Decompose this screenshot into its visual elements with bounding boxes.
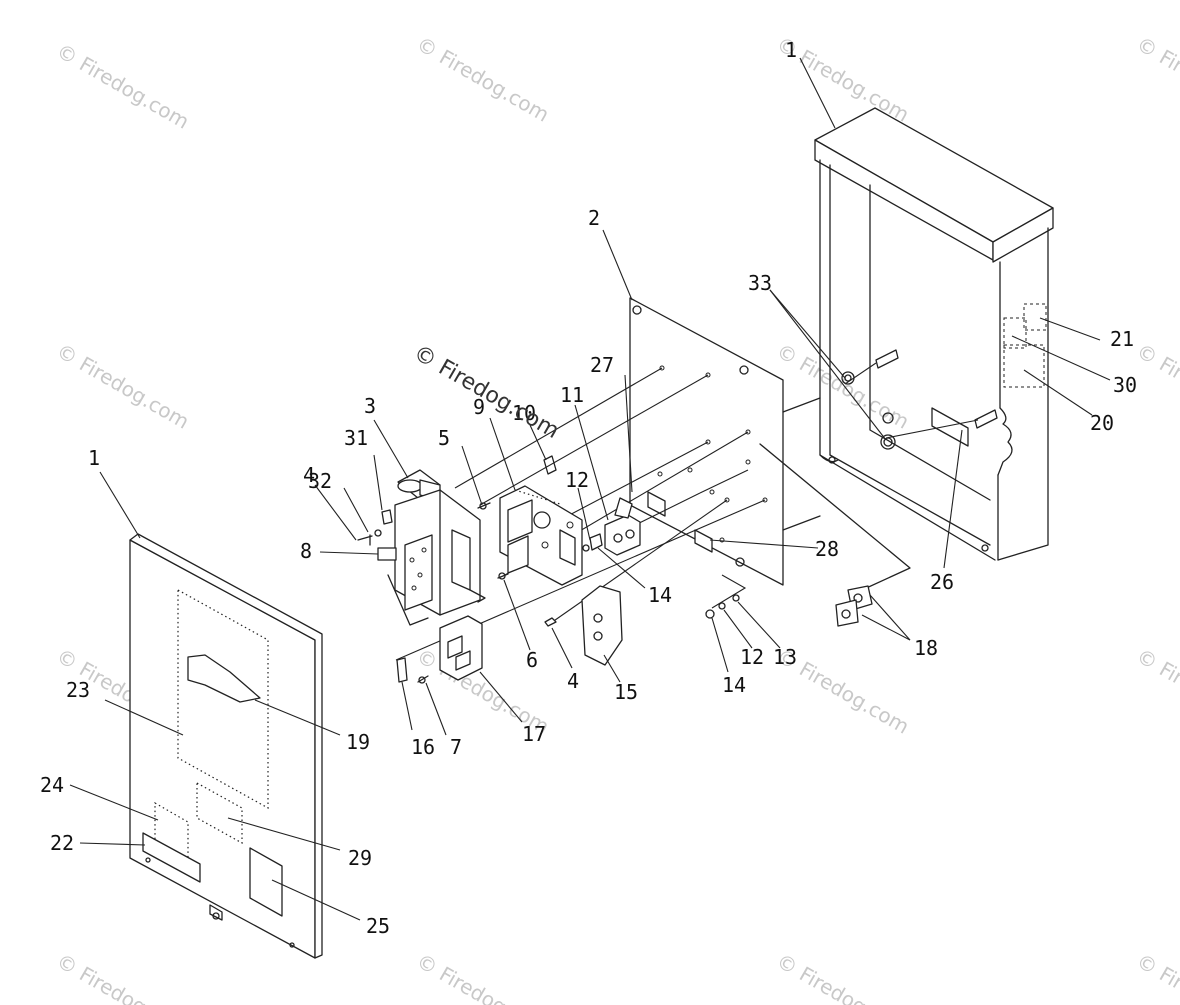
callout-28: 28 — [815, 537, 839, 561]
callout-11: 11 — [560, 383, 584, 407]
callout-22: 22 — [50, 831, 74, 855]
callout-29: 29 — [348, 846, 372, 870]
small-parts — [396, 502, 873, 684]
watermark-main: © Firedog.com — [409, 341, 563, 444]
front-cover — [129, 533, 323, 959]
callout-17: 17 — [522, 722, 546, 746]
mounting-panel — [629, 297, 911, 591]
callout-4a: 4 — [303, 463, 315, 487]
enclosure-box — [814, 107, 1054, 561]
circuit-board — [499, 455, 583, 586]
callout-25: 25 — [366, 914, 390, 938]
label-26-plate — [931, 407, 969, 447]
callout-1-enclosure: 1 — [785, 38, 797, 62]
watermark-tile: © Firedog.com — [1133, 644, 1180, 739]
callout-32: 32 — [308, 469, 332, 493]
callout-5: 5 — [438, 426, 450, 450]
terminal-block — [582, 497, 641, 556]
callout-33: 33 — [748, 271, 772, 295]
callout-6: 6 — [526, 648, 538, 672]
watermark-tile: © Firedog.com — [1133, 339, 1180, 434]
watermark-tile: © Firedog.com — [773, 949, 914, 1005]
callout-3: 3 — [364, 394, 376, 418]
callout-8: 8 — [300, 539, 312, 563]
callout-24: 24 — [40, 773, 64, 797]
watermark-tile: © Firedog.com — [53, 339, 194, 434]
callout-9: 9 — [473, 395, 485, 419]
callout-15: 15 — [614, 680, 638, 704]
callout-23: 23 — [66, 678, 90, 702]
callout-26: 26 — [930, 570, 954, 594]
callout-14b: 14 — [722, 673, 746, 697]
callout-31: 31 — [344, 426, 368, 450]
watermark-tile: © Firedog.com — [1133, 949, 1180, 1005]
leader-lines — [69, 57, 1111, 921]
callout-16: 16 — [411, 735, 435, 759]
callout-10: 10 — [512, 401, 536, 425]
callout-4b: 4 — [567, 669, 579, 693]
callout-12a: 12 — [565, 468, 589, 492]
callout-21: 21 — [1110, 327, 1134, 351]
callout-19: 19 — [346, 730, 370, 754]
callout-20: 20 — [1090, 411, 1114, 435]
callout-2: 2 — [588, 206, 600, 230]
callout-12b: 12 — [740, 645, 764, 669]
callout-1-cover: 1 — [88, 446, 100, 470]
callout-27: 27 — [590, 353, 614, 377]
callout-labels: 1 1 2 3 4 4 5 6 7 8 9 10 11 12 12 13 14 … — [40, 38, 1137, 938]
label-8-plate — [377, 547, 397, 561]
callout-13: 13 — [773, 645, 797, 669]
watermark-tile: © Firedog.com — [413, 949, 554, 1005]
watermark-tile: © Firedog.com — [53, 39, 194, 134]
callout-30: 30 — [1113, 373, 1137, 397]
watermark-tile: © Firedog.com — [1133, 32, 1180, 127]
watermark-tile: © Firedog.com — [413, 32, 554, 127]
callout-18: 18 — [914, 636, 938, 660]
callout-7: 7 — [450, 735, 462, 759]
callout-14a: 14 — [648, 583, 672, 607]
watermark-tile: © Firedog.com — [53, 949, 194, 1005]
relay-assembly — [357, 469, 486, 626]
